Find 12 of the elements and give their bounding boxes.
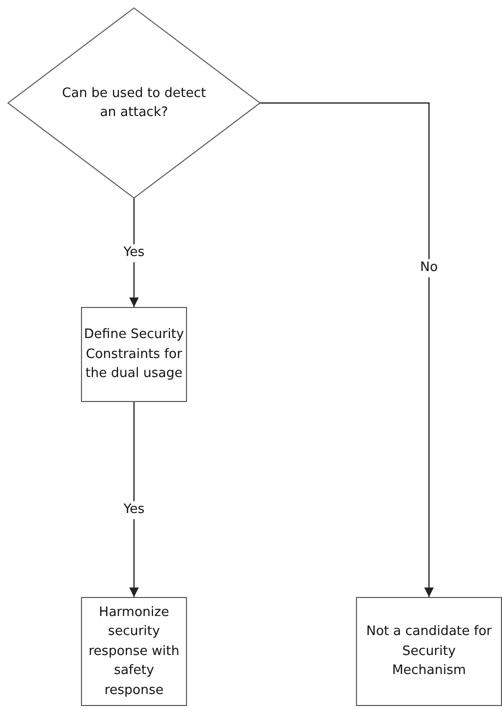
edge-label: Yes [122,244,146,262]
node-text: Not a candidate for Security Mechanism [366,623,492,680]
node-text: Harmonize security response with safety response [88,604,180,700]
arrow [260,102,434,597]
process-box [356,597,502,706]
arrow [129,402,139,597]
node-text: Define Security Constraints for the dual usage [84,326,184,384]
process-box [81,307,187,402]
edge-label: No [418,259,440,277]
process-box [81,597,187,706]
edge-label: Yes [122,501,146,519]
node-text: Can be used to detect an attack? [61,84,207,122]
